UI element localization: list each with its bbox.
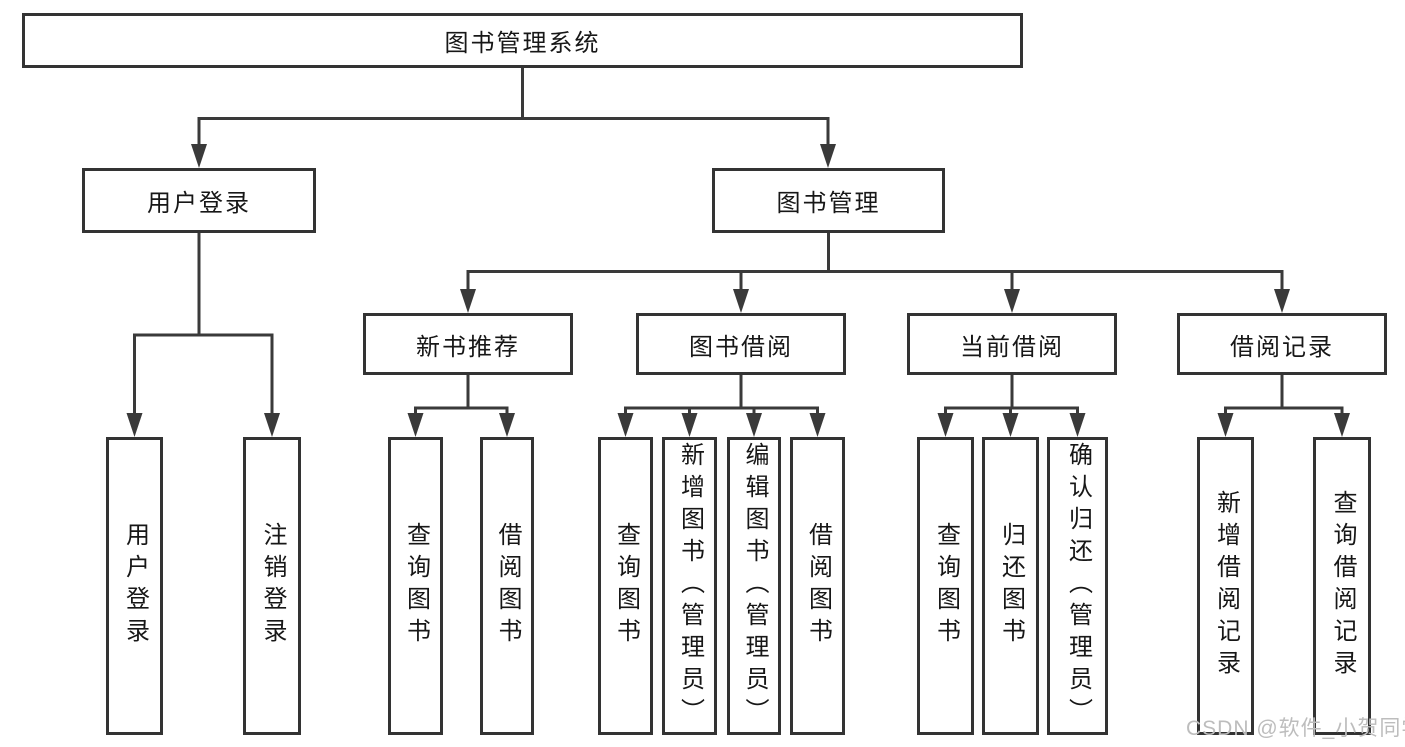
node-library-management-system: 图书管理系统 [22, 13, 1023, 68]
node-label: 查询图书 [402, 522, 430, 650]
node-label: 图书管理系统 [444, 30, 601, 57]
node-user-login: 用户登录 [82, 168, 316, 233]
node-label: 借阅记录 [1230, 333, 1334, 361]
leaf-return-books: 归还图书 [982, 437, 1039, 735]
leaf-add-borrow-record: 新增借阅记录 [1197, 437, 1254, 735]
node-label: 图书借阅 [689, 333, 793, 361]
node-label: 借阅图书 [494, 522, 521, 650]
node-label: 归还图书 [997, 522, 1025, 650]
node-label: 确认归还（管理员） [1064, 442, 1092, 730]
leaf-logout: 注销登录 [243, 437, 301, 735]
node-label: 注销登录 [259, 522, 286, 650]
node-label: 编辑图书（管理员） [741, 442, 768, 730]
node-label: 新增图书（管理员） [676, 442, 704, 730]
node-book-management: 图书管理 [712, 168, 945, 233]
node-label: 查询图书 [932, 522, 960, 650]
leaf-confirm-return-admin: 确认归还（管理员） [1047, 437, 1108, 735]
node-label: 用户登录 [121, 522, 149, 650]
csdn-watermark: CSDN @软件_小贺同学 [1186, 717, 1405, 740]
node-borrowing-records: 借阅记录 [1177, 313, 1387, 375]
leaf-query-borrow-record: 查询借阅记录 [1313, 437, 1371, 735]
node-new-book-recommendation: 新书推荐 [363, 313, 573, 375]
node-label: 借阅图书 [804, 522, 832, 650]
leaf-query-books-borrowing: 查询图书 [598, 437, 653, 735]
node-label: 查询图书 [612, 522, 640, 650]
leaf-user-login: 用户登录 [106, 437, 163, 735]
leaf-query-books-recommend: 查询图书 [388, 437, 443, 735]
node-label: 用户登录 [147, 190, 251, 217]
leaf-add-book-admin: 新增图书（管理员） [662, 437, 717, 735]
node-label: 图书管理 [776, 190, 881, 217]
node-book-borrowing: 图书借阅 [636, 313, 846, 375]
node-label: 查询借阅记录 [1329, 490, 1356, 682]
node-current-borrowing: 当前借阅 [907, 313, 1117, 375]
node-label: 当前借阅 [960, 333, 1064, 361]
node-label: 新书推荐 [416, 333, 520, 361]
leaf-borrow-books-borrowing: 借阅图书 [790, 437, 845, 735]
node-label: 新增借阅记录 [1212, 490, 1240, 682]
leaf-edit-book-admin: 编辑图书（管理员） [727, 437, 781, 735]
leaf-borrow-books-recommend: 借阅图书 [480, 437, 534, 735]
leaf-query-books-current: 查询图书 [917, 437, 974, 735]
